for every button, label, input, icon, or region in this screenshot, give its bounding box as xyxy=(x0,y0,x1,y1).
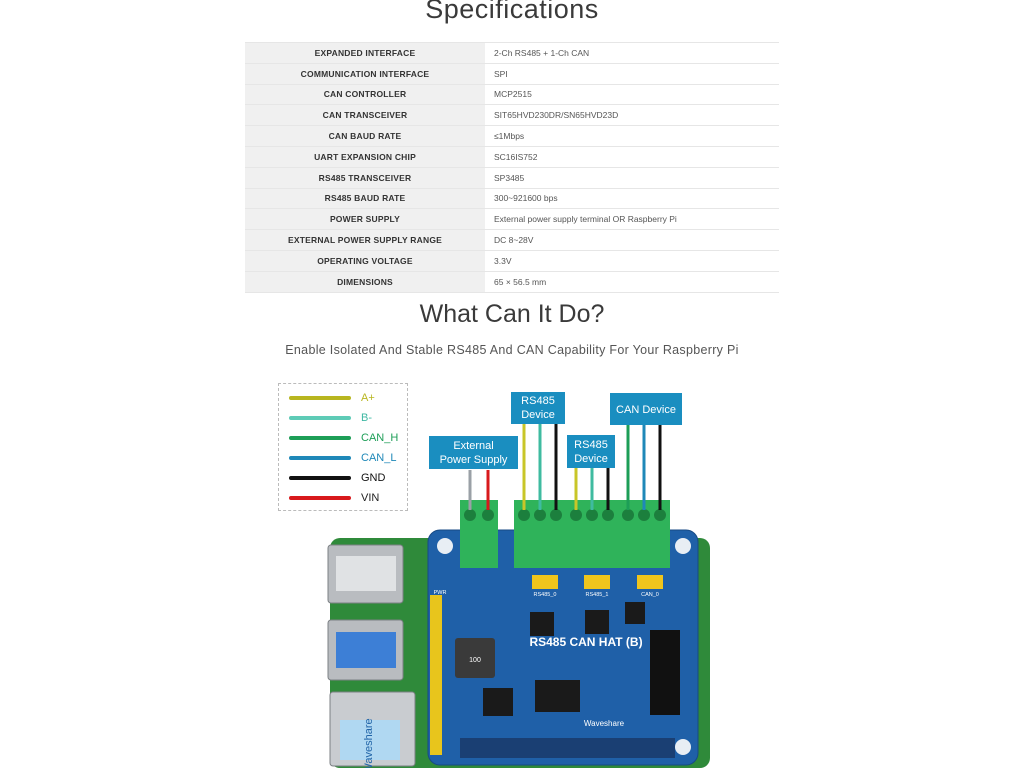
rs485-1-label: RS485_1 xyxy=(586,592,609,598)
external-power-callout: External Power Supply xyxy=(429,436,518,469)
power-terminal xyxy=(460,500,498,568)
spec-value: SC16IS752 xyxy=(485,146,779,168)
can-device-callout: CAN Device xyxy=(610,393,682,425)
legend-item-can-h: CAN_H xyxy=(289,430,398,446)
legend-item-can-l: CAN_L xyxy=(289,450,396,466)
rs485-device-b-callout: RS485 Device xyxy=(567,435,615,468)
board-name-label: RS485 CAN HAT (B) xyxy=(529,635,642,649)
sticker-brand-label: Waveshare xyxy=(363,718,375,768)
spec-key: CAN CONTROLLER xyxy=(245,84,485,106)
legend-item-gnd: GND xyxy=(289,470,385,486)
what-can-it-do-title: What Can It Do? xyxy=(419,300,605,328)
what-can-it-do-subtitle: Enable Isolated And Stable RS485 And CAN… xyxy=(285,343,739,357)
uart-chip xyxy=(535,680,580,712)
can-chip xyxy=(650,630,680,715)
rs485-device-a-callout: RS485 Device xyxy=(511,392,565,424)
spec-key: EXPANDED INTERFACE xyxy=(245,42,485,64)
spec-value: 3.3V xyxy=(485,250,779,272)
yellow-header xyxy=(430,595,442,755)
spec-value: ≤1Mbps xyxy=(485,125,779,147)
spec-value: 2-Ch RS485 + 1-Ch CAN xyxy=(485,42,779,64)
can-0-label: CAN_0 xyxy=(641,592,659,598)
legend-item-b-minus: B- xyxy=(289,410,372,426)
spec-key: CAN BAUD RATE xyxy=(245,125,485,147)
spec-key: EXTERNAL POWER SUPPLY RANGE xyxy=(245,229,485,251)
spec-value: External power supply terminal OR Raspbe… xyxy=(485,208,779,231)
spec-key: RS485 TRANSCEIVER xyxy=(245,167,485,189)
spec-value: SP3485 xyxy=(485,167,779,189)
rs485-0-label: RS485_0 xyxy=(534,592,557,598)
spec-key: OPERATING VOLTAGE xyxy=(245,250,485,272)
spec-value: DC 8~28V xyxy=(485,229,779,251)
spec-row: CAN BAUD RATE≤1Mbps xyxy=(245,125,779,147)
spec-key: CAN TRANSCEIVER xyxy=(245,104,485,127)
legend-item-a-plus: A+ xyxy=(289,390,375,406)
spec-key: DIMENSIONS xyxy=(245,271,485,293)
spec-key: POWER SUPPLY xyxy=(245,208,485,231)
spec-title: Specifications xyxy=(425,0,599,24)
spec-value: 65 × 56.5 mm xyxy=(485,271,779,293)
spec-value: SIT65HVD230DR/SN65HVD23D xyxy=(485,104,779,127)
board-brand-label: Waveshare xyxy=(584,719,625,728)
inductor-label: 100 xyxy=(469,657,481,664)
spec-value: MCP2515 xyxy=(485,84,779,106)
spec-key: UART EXPANSION CHIP xyxy=(245,146,485,168)
spec-value: SPI xyxy=(485,63,779,85)
spec-key: RS485 BAUD RATE xyxy=(245,188,485,210)
legend-item-vin: VIN xyxy=(289,490,379,506)
spec-value: 300~921600 bps xyxy=(485,188,779,210)
pwr-label: PWR xyxy=(434,590,447,596)
spec-key: COMMUNICATION INTERFACE xyxy=(245,63,485,85)
wire-legend: A+ B- CAN_H CAN_L GND VIN xyxy=(278,383,408,511)
